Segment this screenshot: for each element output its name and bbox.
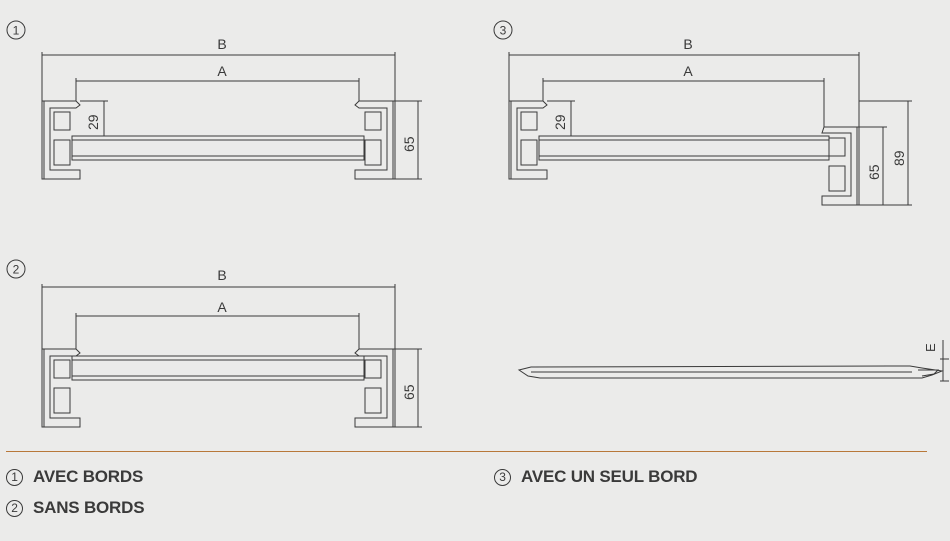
legend-item-3-label: AVEC UN SEUL BORD xyxy=(521,467,698,486)
view-1-dim-65-label: 65 xyxy=(401,136,417,152)
view-2-dim-b-label: B xyxy=(217,267,226,283)
legend-divider xyxy=(6,451,927,452)
legend-item-2-label: SANS BORDS xyxy=(33,498,145,517)
view-2-right-edge-profile xyxy=(354,348,396,428)
view-1-number-circle xyxy=(6,20,26,40)
view-3-number-circle xyxy=(493,20,513,40)
view-3-avec-un-seul-bord: 3 B A 29 65 xyxy=(493,20,912,206)
view-3-dim-29-label: 29 xyxy=(552,114,568,130)
ramp-dim-e-label: E xyxy=(923,343,938,352)
legend-item-sans-bords: 2 SANS BORDS xyxy=(6,498,145,518)
view-2-number-circle xyxy=(6,259,26,279)
legend-item-avec-un-seul-bord: 3 AVEC UN SEUL BORD xyxy=(494,467,698,487)
view-3-deck xyxy=(538,135,830,161)
ramp-side-profile: E xyxy=(517,340,949,382)
view-1-right-edge-profile xyxy=(354,100,396,180)
view-3-right-edge-profile xyxy=(821,126,860,206)
view-3-dim-89-label: 89 xyxy=(891,150,907,166)
legend-item-2-number: 2 xyxy=(6,499,23,517)
legend-item-1-label: AVEC BORDS xyxy=(33,467,144,486)
legend-item-avec-bords: 1 AVEC BORDS xyxy=(6,467,143,487)
view-3-dim-65-label: 65 xyxy=(866,164,882,180)
view-1-number: 1 xyxy=(13,24,20,38)
view-1-dim-a-label: A xyxy=(217,63,227,79)
view-3-dim-a-label: A xyxy=(683,63,693,79)
view-3-dim-b-label: B xyxy=(683,36,692,52)
view-3-left-edge-profile xyxy=(508,100,548,180)
view-2-deck xyxy=(71,355,365,381)
view-1-left-edge-profile xyxy=(41,100,81,180)
view-1-dim-29-label: 29 xyxy=(85,114,101,130)
legend-item-1-number: 1 xyxy=(6,468,23,486)
view-1-dim-b-label: B xyxy=(217,36,226,52)
view-1-deck xyxy=(71,135,365,161)
legend-item-3-number: 3 xyxy=(494,468,511,486)
view-1-avec-bords: 1 B A 29 xyxy=(6,20,422,180)
view-2-dim-a-label: A xyxy=(217,299,227,315)
view-2-left-edge-profile xyxy=(41,348,81,428)
view-2-dim-65-label: 65 xyxy=(401,384,417,400)
view-2-sans-bords: 2 B A 65 xyxy=(6,259,422,428)
view-3-number: 3 xyxy=(500,24,507,38)
view-2-number: 2 xyxy=(13,263,20,277)
